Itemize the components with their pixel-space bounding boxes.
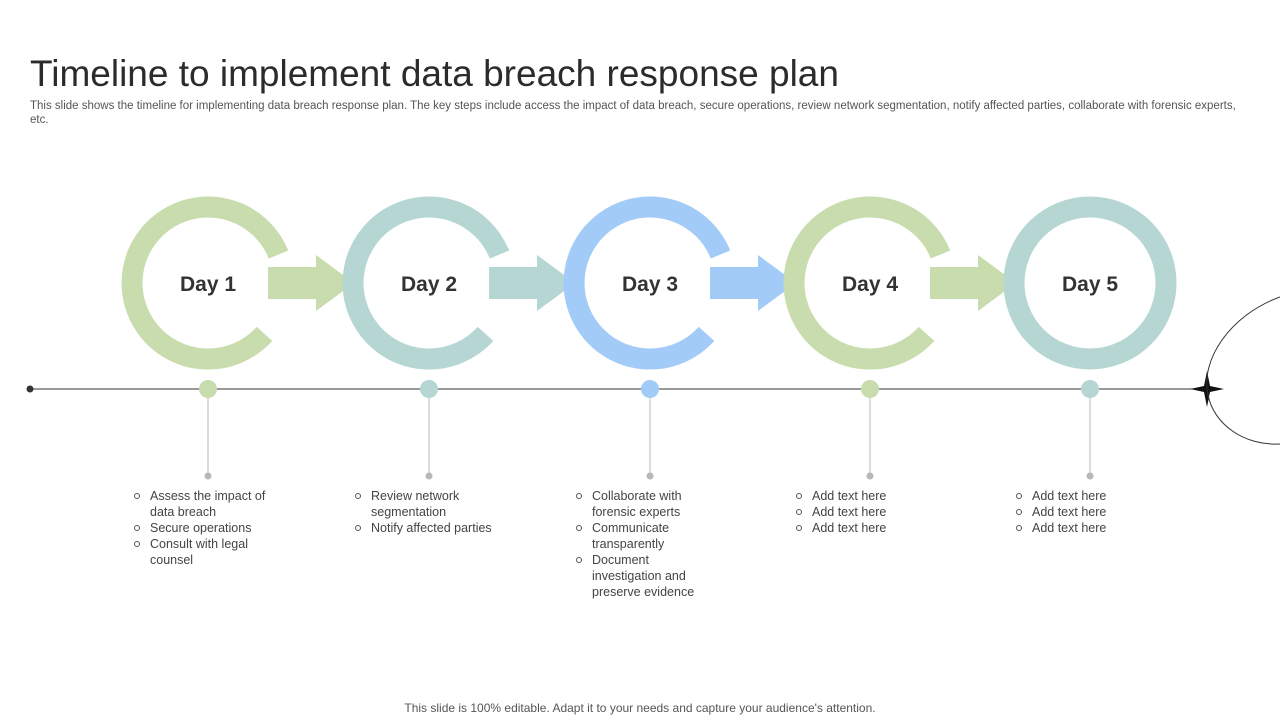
bullet-item: Add text here: [794, 504, 934, 520]
bullet-item: Consult with legal counsel: [132, 536, 272, 568]
bullet-item: Communicate transparently: [574, 520, 704, 552]
bullet-item: Notify affected parties: [353, 520, 493, 536]
stage-2: Day 2: [342, 196, 575, 370]
connector-dot: [425, 472, 433, 480]
arrow-right-icon: [930, 255, 1016, 311]
bullet-item: Review network segmentation: [353, 488, 493, 520]
stage-label: Day 4: [842, 273, 898, 296]
bullet-item: Secure operations: [132, 520, 272, 536]
connector-dot: [646, 472, 654, 480]
page-title: Timeline to implement data breach respon…: [30, 52, 839, 94]
bullet-item: Add text here: [794, 520, 934, 536]
timeline-marker: [199, 380, 217, 398]
stage-label: Day 5: [1062, 273, 1118, 296]
bullet-item: Add text here: [1014, 488, 1154, 504]
connector-dot: [1086, 472, 1094, 480]
timeline-marker: [420, 380, 438, 398]
stage-ring: [1003, 196, 1177, 370]
bullet-item: Collaborate with forensic experts: [574, 488, 704, 520]
stage-4: Day 4: [783, 196, 1016, 370]
bullet-item: Document investigation and preserve evid…: [574, 552, 704, 600]
stage-1: Day 1: [121, 196, 354, 370]
stage-ring: [342, 196, 510, 370]
timeline-marker: [1081, 380, 1099, 398]
timeline-marker: [641, 380, 659, 398]
timeline-start-dot: [26, 385, 34, 393]
footer-note: This slide is 100% editable. Adapt it to…: [404, 701, 876, 715]
timeline-marker: [861, 380, 879, 398]
connector-dot: [204, 472, 212, 480]
page-subtitle: This slide shows the timeline for implem…: [30, 99, 1236, 126]
bullet-item: Add text here: [794, 488, 934, 504]
stage-label: Day 3: [622, 273, 678, 296]
stage-ring: [783, 196, 951, 370]
bullet-item: Add text here: [1014, 520, 1154, 536]
decorative-arc: [1206, 296, 1280, 445]
arrow-right-icon: [489, 255, 575, 311]
arrow-right-icon: [710, 255, 796, 311]
stage-5: Day 5: [1003, 196, 1177, 370]
stage-rings: Day 1 Day 2 Day 3 Day 4 Day 5: [121, 196, 1177, 370]
stage-label: Day 2: [401, 273, 457, 296]
timeline-markers: [199, 380, 1099, 480]
bullet-item: Assess the impact of data breach: [132, 488, 272, 520]
stage-label: Day 1: [180, 273, 236, 296]
arrow-right-icon: [268, 255, 354, 311]
bullet-item: Add text here: [1014, 504, 1154, 520]
stage-ring: [563, 196, 731, 370]
stage-3: Day 3: [563, 196, 796, 370]
stage-ring: [121, 196, 289, 370]
connector-dot: [866, 472, 874, 480]
